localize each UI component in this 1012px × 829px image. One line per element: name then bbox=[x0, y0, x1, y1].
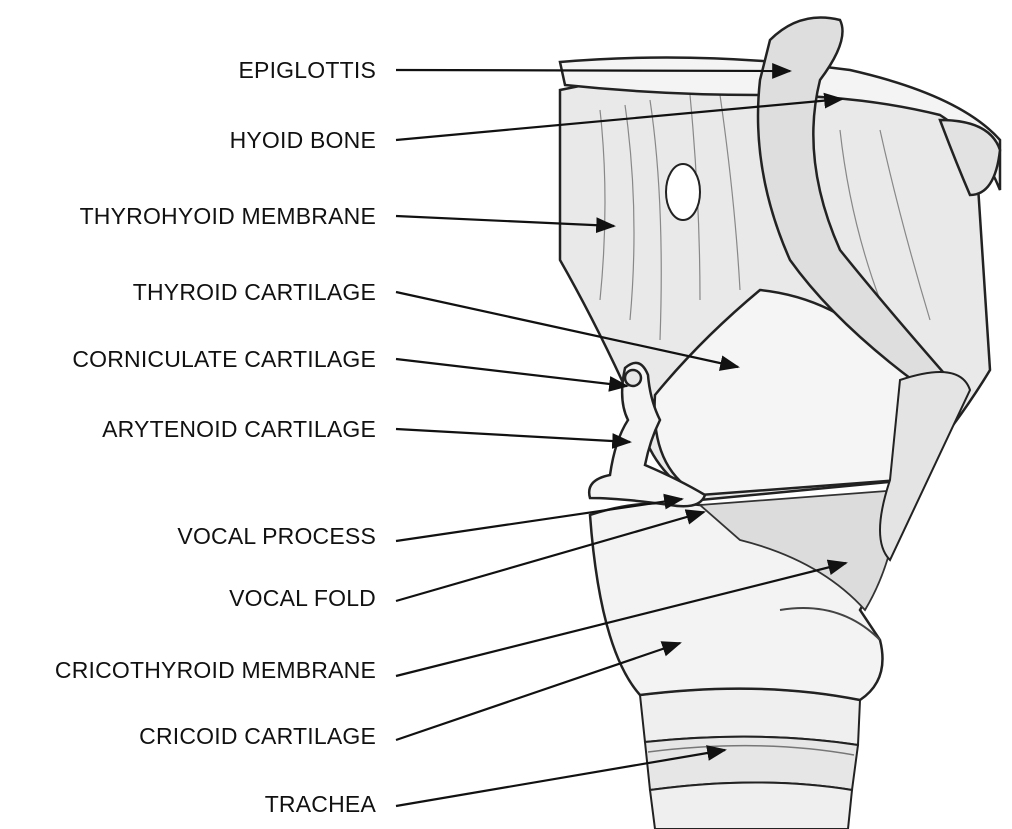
label-hyoid-bone: HYOID BONE bbox=[230, 126, 376, 154]
label-vocal-fold: VOCAL FOLD bbox=[229, 584, 376, 612]
pointer-corniculate-cartilage bbox=[396, 359, 627, 386]
label-cricothyroid-membrane: CRICOTHYROID MEMBRANE bbox=[55, 656, 376, 684]
label-vocal-process: VOCAL PROCESS bbox=[177, 522, 376, 550]
label-epiglottis: EPIGLOTTIS bbox=[239, 56, 376, 84]
pointer-arytenoid-cartilage bbox=[396, 429, 630, 442]
label-cricoid-cartilage: CRICOID CARTILAGE bbox=[139, 722, 376, 750]
label-trachea: TRACHEA bbox=[265, 790, 376, 818]
label-corniculate-cartilage: CORNICULATE CARTILAGE bbox=[72, 345, 376, 373]
label-thyroid-cartilage: THYROID CARTILAGE bbox=[133, 278, 376, 306]
label-thyrohyoid-membrane: THYROHYOID MEMBRANE bbox=[80, 202, 376, 230]
pointer-epiglottis bbox=[396, 70, 790, 71]
label-arytenoid-cartilage: ARYTENOID CARTILAGE bbox=[102, 415, 376, 443]
